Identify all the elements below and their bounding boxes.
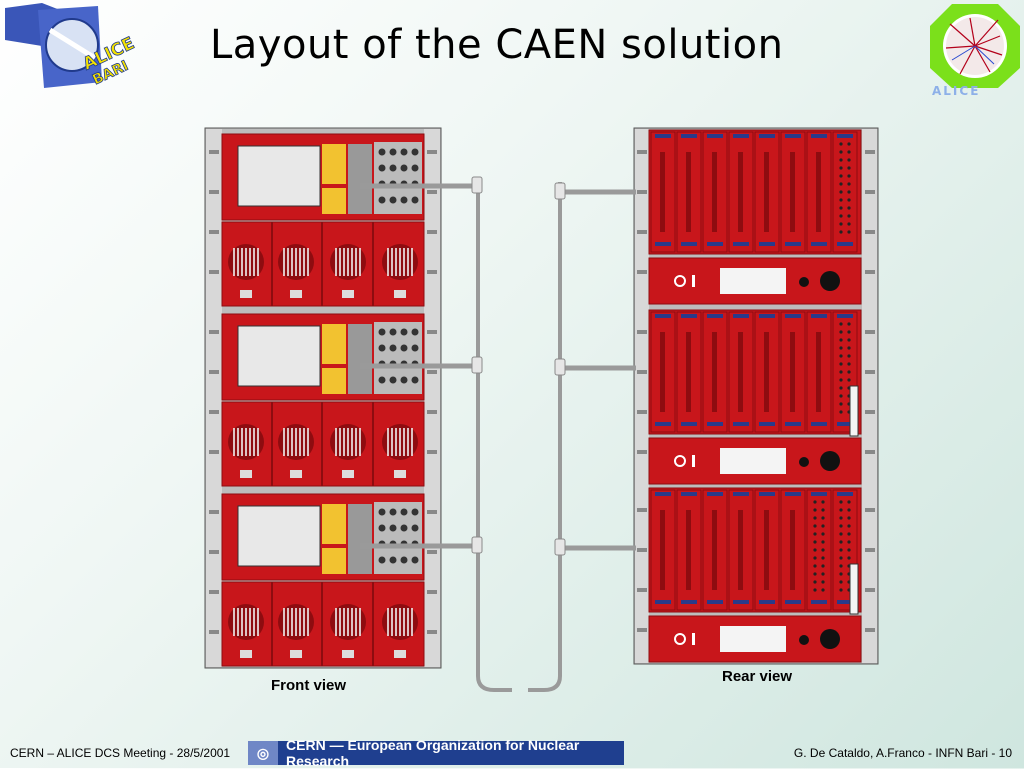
- front-crate-2: [209, 313, 437, 487]
- slide-title: Layout of the CAEN solution: [210, 22, 784, 68]
- rear-view-label: Rear view: [722, 668, 793, 685]
- interconnect-cables: [360, 178, 636, 692]
- rear-crate-2: [637, 309, 875, 485]
- cable-connectors: [471, 176, 566, 556]
- rear-crate-1: [637, 129, 875, 305]
- front-view-crates: [209, 133, 437, 667]
- alice-bari-logo: ALICE BARI: [5, 3, 138, 89]
- front-crate-3: [209, 493, 437, 667]
- footer-authors: G. De Cataldo, A.Franco - INFN Bari - 10: [793, 746, 1012, 760]
- cern-logo-icon: ◎: [248, 741, 279, 765]
- cern-banner-text: CERN — European Organization for Nuclear…: [286, 737, 580, 769]
- cern-banner: ◎ CERN — European Organization for Nucle…: [248, 737, 624, 769]
- svg-text:ALICE: ALICE: [932, 84, 980, 98]
- front-crate-1: [209, 133, 437, 307]
- rear-view-crates: [637, 129, 875, 663]
- alice-logo: ALICE: [930, 4, 1020, 98]
- rear-crate-3: [637, 487, 875, 663]
- footer-meeting-info: CERN – ALICE DCS Meeting - 28/5/2001: [10, 746, 231, 760]
- front-view-label: Front view: [271, 677, 347, 694]
